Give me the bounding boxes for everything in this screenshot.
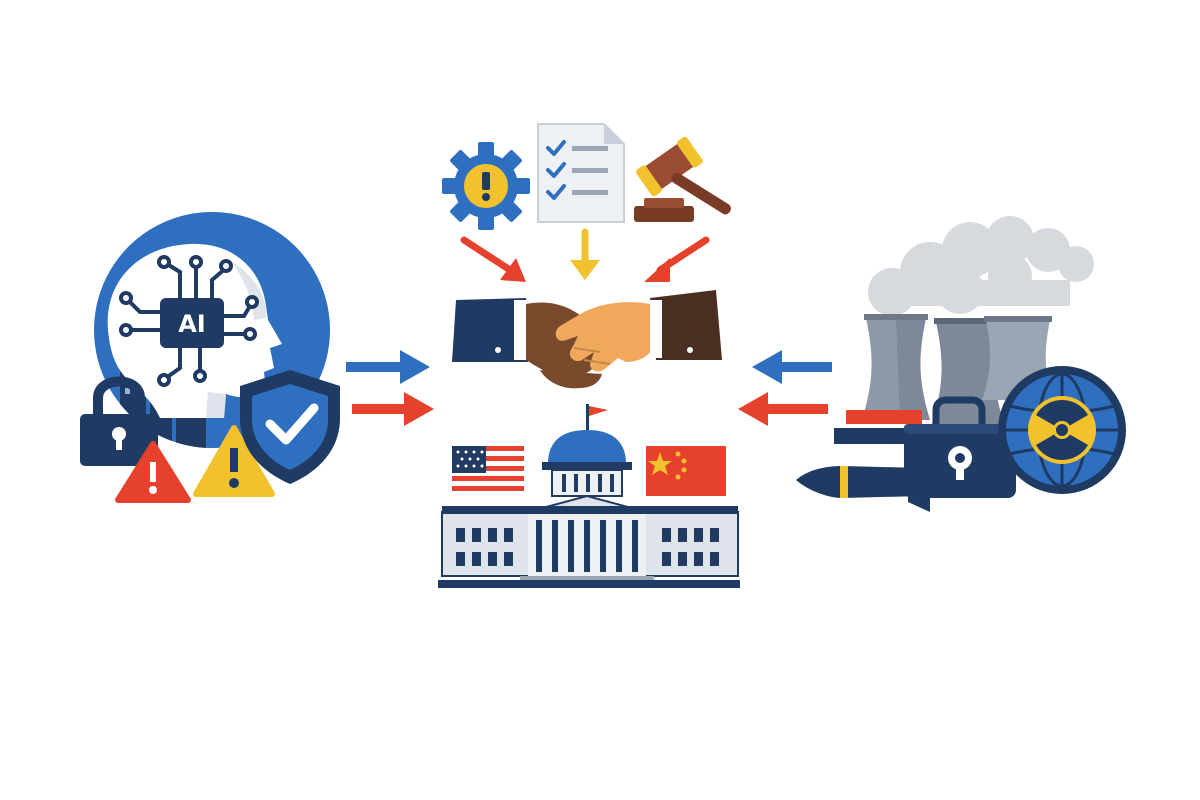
ai-cluster: AI [80, 212, 340, 503]
china-flag-icon [646, 446, 726, 496]
yellow-arrow-down [570, 228, 600, 280]
warning-red-icon [115, 441, 191, 503]
gear-alert-icon [442, 142, 530, 230]
red-arrow-down-left [644, 236, 710, 282]
top-icons [442, 123, 731, 230]
capitol-building-icon [438, 404, 740, 588]
shield-check-icon [240, 370, 340, 484]
right-arrows [738, 350, 832, 426]
red-arrow-left [738, 392, 828, 426]
blue-arrow-left [752, 350, 832, 384]
cooling-tower-icon [862, 314, 1052, 424]
ai-chip-label: AI [178, 310, 206, 338]
checklist-document-icon [537, 123, 625, 223]
padlock-icon [80, 376, 158, 466]
ai-chip [160, 298, 224, 348]
radiation-globe-icon [998, 366, 1126, 494]
top-arrows [460, 228, 710, 282]
blue-arrow-right [346, 350, 430, 384]
warning-yellow-icon [193, 425, 275, 497]
handshake-icon [452, 290, 722, 389]
document-stack-icon [834, 410, 922, 448]
left-arrows [346, 350, 434, 426]
briefcase-icon [904, 396, 1016, 498]
red-arrow-down-right [460, 236, 526, 282]
red-arrow-right [352, 392, 434, 426]
us-flag-icon [452, 446, 524, 496]
smoke-cloud-icon [868, 216, 1094, 316]
industry-cluster [796, 216, 1126, 512]
gavel-icon [634, 136, 731, 222]
